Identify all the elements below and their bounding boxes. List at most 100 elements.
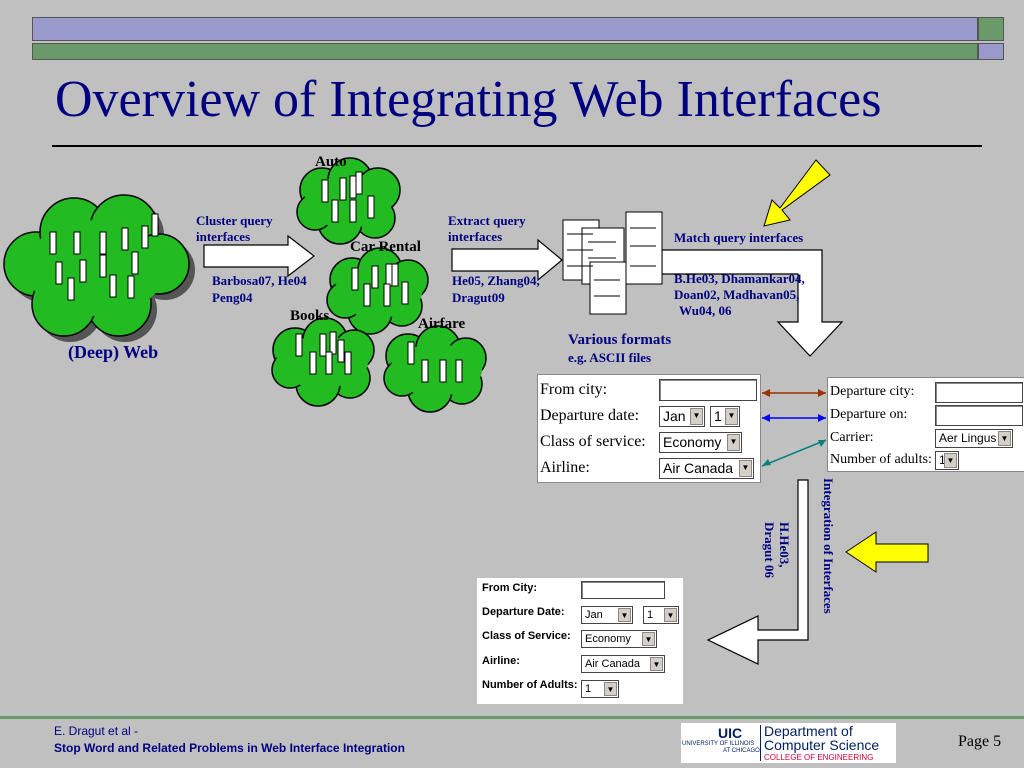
- auto-label: Auto: [315, 154, 347, 170]
- uic-logo-divider: [760, 725, 761, 761]
- uic-logo-dept-1: Department of: [764, 723, 853, 739]
- car-rental-label: Car Rental: [350, 239, 421, 255]
- dropdown-arrow-icon: ▼: [944, 453, 957, 468]
- form-c-day-value: 1: [647, 609, 654, 621]
- extract-cite-1: He05, Zhang04,: [452, 273, 540, 288]
- form-c-label-adults: Number of Adults:: [482, 679, 578, 691]
- form-b-label-city: Departure city:: [830, 384, 915, 399]
- dropdown-arrow-icon: ▼: [604, 682, 617, 696]
- dropdown-arrow-icon: ▼: [998, 431, 1011, 446]
- uic-logo-univ-1: UNIVERSITY OF ILLINOIS: [682, 741, 755, 747]
- form-b: Departure city: Departure on: Carrier: A…: [827, 377, 1024, 472]
- form-a-airline-value: Air Canada: [663, 460, 734, 476]
- form-a-month-select[interactable]: Jan▼: [659, 406, 705, 427]
- integration-cite-2: Dragut 06: [762, 522, 777, 578]
- header-square-bottom: [978, 43, 1004, 60]
- form-b-label-carrier: Carrier:: [830, 430, 874, 445]
- dropdown-arrow-icon: ▼: [618, 608, 631, 622]
- dropdown-arrow-icon: ▼: [739, 460, 752, 477]
- footer-rule: [0, 716, 1024, 719]
- form-c-month-select[interactable]: Jan ▼: [581, 606, 633, 624]
- uic-logo: UIC UNIVERSITY OF ILLINOIS AT CHICAGO De…: [681, 723, 896, 763]
- extract-arrow: [451, 238, 563, 282]
- cluster-label-1: Cluster query: [196, 213, 273, 228]
- form-a-from-input[interactable]: [659, 379, 757, 401]
- form-b-city-input[interactable]: [935, 382, 1023, 403]
- form-b-label-adults: Number of adults:: [830, 452, 932, 467]
- cluster-label-2: interfaces: [196, 229, 251, 244]
- form-b-adults-value: 1: [939, 453, 946, 467]
- formats-label-2: e.g. ASCII files: [568, 350, 652, 365]
- form-c: From City: Departure Date: Jan▼ 1▼ Class…: [477, 578, 683, 704]
- slide-title: Overview of Integrating Web Interfaces: [55, 71, 882, 128]
- dropdown-arrow-icon: ▼: [664, 608, 677, 622]
- dropdown-arrow-icon: ▼: [690, 408, 703, 425]
- form-c-day-select[interactable]: 1▼: [643, 606, 679, 624]
- dropdown-arrow-icon: ▼: [727, 434, 740, 451]
- match-cite-1: B.He03, Dhamankar04,: [674, 271, 805, 286]
- form-c-label-date: Departure Date:: [482, 606, 565, 618]
- books-label: Books: [290, 308, 330, 324]
- page-number: Page 5: [958, 733, 1002, 750]
- form-a-day-select[interactable]: 1▼: [710, 406, 740, 427]
- integration-label: Integration of Interfaces: [821, 478, 836, 614]
- correspondence-links: [761, 389, 827, 467]
- form-c-label-airline: Airline:: [482, 655, 520, 667]
- books-cloud-icon: [271, 317, 375, 407]
- form-a-label-date: Departure date:: [540, 407, 640, 424]
- uic-logo-dept-2: Computer Science: [764, 737, 880, 753]
- extract-label-1: Extract query: [448, 213, 526, 228]
- dropdown-arrow-icon: ▼: [642, 632, 655, 646]
- form-b-date-input[interactable]: [935, 405, 1023, 426]
- dropdown-arrow-icon: ▼: [725, 408, 738, 425]
- extract-cite-2: Dragut09: [452, 290, 505, 305]
- document-stack-icon: [562, 211, 663, 315]
- form-b-adults-select[interactable]: 1▼: [935, 451, 959, 470]
- form-a-airline-select[interactable]: Air Canada ▼: [659, 458, 754, 479]
- integration-arrow: [706, 479, 809, 665]
- header-band-bottom: [32, 43, 978, 60]
- form-b-carrier-value: Aer Lingus: [939, 431, 997, 445]
- uic-logo-college: COLLEGE OF ENGINEERING: [764, 753, 874, 762]
- formats-label-1: Various formats: [568, 332, 672, 348]
- deep-web-label: (Deep) Web: [68, 342, 159, 362]
- title-underline: [52, 145, 982, 147]
- header-band-top: [32, 17, 978, 41]
- form-b-carrier-select[interactable]: Aer Lingus▼: [935, 429, 1013, 448]
- form-a-label-class: Class of service:: [540, 433, 646, 450]
- airfare-label: Airfare: [418, 316, 466, 332]
- form-a-class-value: Economy: [663, 434, 722, 450]
- uic-logo-wordmark: UIC: [718, 725, 743, 741]
- form-b-label-date: Departure on:: [830, 407, 908, 422]
- cluster-arrow: [203, 234, 315, 278]
- match-cite-3: Wu04, 06: [679, 303, 732, 318]
- match-label: Match query interfaces: [674, 230, 804, 245]
- airfare-cloud-icon: [383, 325, 487, 413]
- form-a-class-select[interactable]: Economy ▼: [659, 432, 742, 453]
- yellow-left-arrow-icon: [845, 531, 929, 573]
- uic-logo-univ-2: AT CHICAGO: [723, 748, 760, 754]
- form-c-adults-select[interactable]: 1▼: [581, 680, 619, 698]
- auto-cloud-icon: [296, 157, 401, 245]
- footer-author: E. Dragut et al -: [54, 724, 139, 738]
- extract-label-2: interfaces: [448, 229, 503, 244]
- car-rental-cloud-icon: [326, 247, 429, 335]
- form-c-airline-value: Air Canada: [585, 658, 641, 670]
- form-a-label-from: From city:: [540, 381, 608, 398]
- form-a: From city: Departure date: Jan▼ 1▼ Class…: [537, 374, 761, 483]
- footer-subtitle: Stop Word and Related Problems in Web In…: [54, 741, 405, 755]
- match-arrow: [661, 249, 844, 357]
- header-square-top: [978, 17, 1004, 41]
- form-c-label-class: Class of Service:: [482, 630, 571, 642]
- form-c-airline-select[interactable]: Air Canada ▼: [581, 655, 665, 673]
- cluster-cite-1: Barbosa07, He04: [212, 273, 307, 288]
- form-c-label-from: From City:: [482, 582, 537, 594]
- form-c-class-select[interactable]: Economy ▼: [581, 630, 657, 648]
- form-c-class-value: Economy: [585, 633, 631, 645]
- integration-cite-1: H.He03,: [777, 522, 792, 568]
- form-c-from-input[interactable]: [581, 581, 665, 599]
- form-a-label-airline: Airline:: [540, 459, 590, 476]
- form-c-month-value: Jan: [585, 609, 603, 621]
- dropdown-arrow-icon: ▼: [650, 657, 663, 671]
- form-a-month-value: Jan: [663, 408, 686, 424]
